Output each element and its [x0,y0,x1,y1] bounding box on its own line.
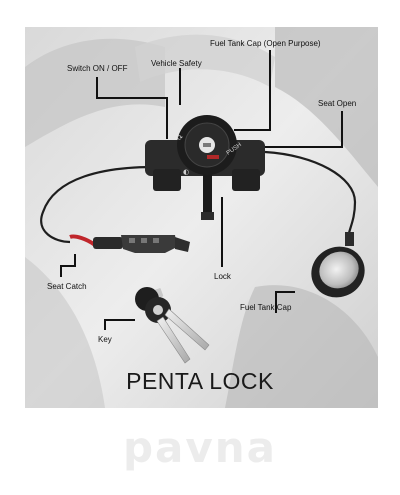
brand-watermark: pavna [122,423,278,472]
penta-lock-body: PUSH ⟳ ◐ [145,115,265,220]
callout-seat-open [265,111,343,148]
seat-catch-part [69,234,190,253]
fuel-tank-cap-part [311,232,365,298]
callout-fuel-tank-cap [275,291,295,313]
callout-key [104,319,135,330]
label-seat-open: Seat Open [318,99,357,108]
keys-part [135,287,210,364]
background-scooter-shape [275,27,378,187]
label-key: Key [98,335,112,344]
label-switch-on-off: Switch ON / OFF [67,64,128,73]
label-vehicle-safety: Vehicle Safety [151,59,202,68]
label-fuel-tank-cap-open: Fuel Tank Cap (Open Purpose) [210,39,321,48]
background-scooter-shape [25,257,105,408]
svg-text:⟳: ⟳ [177,134,183,142]
callout-lines [60,50,343,330]
background-scooter-shape [225,285,378,408]
label-lock: Lock [214,272,231,281]
label-fuel-tank-cap: Fuel Tank Cap [240,303,292,312]
background-scooter-shape [135,34,275,87]
product-title: PENTA LOCK [126,368,274,394]
background-scooter-shape [25,38,165,147]
callout-switch [96,77,168,139]
cable-left [40,165,154,244]
product-photo: PUSH ⟳ ◐ [25,27,378,408]
cable-right [264,150,357,238]
callout-seat-catch [60,254,76,277]
label-seat-catch: Seat Catch [47,282,87,291]
callout-fuel-cap-open [234,50,271,131]
svg-text:◐: ◐ [183,168,189,176]
